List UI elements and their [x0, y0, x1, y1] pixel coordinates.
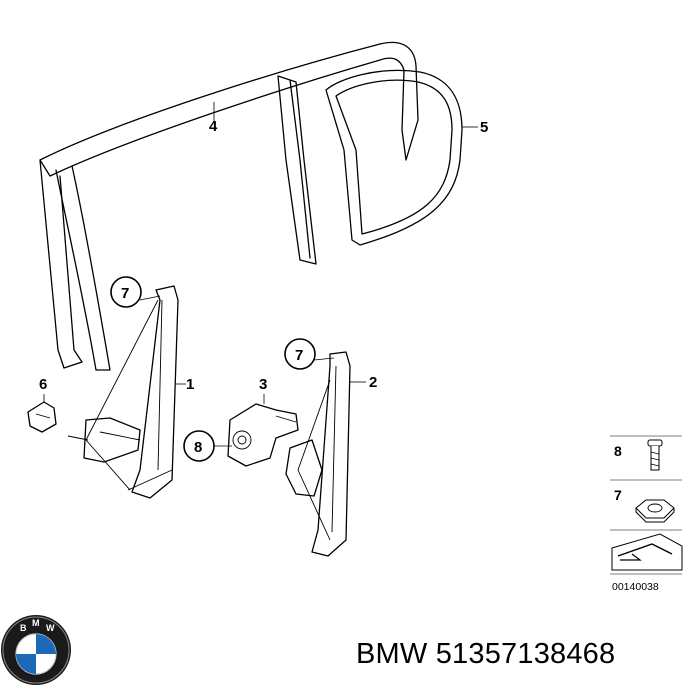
callout-7-left-label: 7: [121, 285, 129, 302]
callout-3: 3: [259, 376, 267, 393]
callout-4: 4: [209, 118, 218, 135]
diagram-id: 00140038: [612, 581, 659, 593]
window-seal: [325, 69, 463, 246]
callout-7-left: 7: [110, 276, 142, 308]
wedge-marker-icon: [611, 533, 683, 571]
leader-lines: [43, 102, 478, 447]
door-frame-seal: [39, 41, 419, 371]
callout-6: 6: [39, 376, 47, 393]
fastener-legend: 8 7 00140038: [610, 435, 683, 593]
callout-2: 2: [369, 374, 377, 391]
nut-icon: [635, 499, 675, 523]
callout-8-label: 8: [194, 439, 202, 456]
window-regulator-left: [67, 285, 179, 499]
svg-text:B: B: [20, 623, 27, 633]
callout-7-right: 7: [284, 338, 316, 370]
callout-7-right-label: 7: [295, 347, 303, 364]
callout-8: 8: [183, 430, 215, 462]
bmw-logo: B M W: [1, 615, 71, 685]
callout-5: 5: [480, 119, 488, 136]
svg-text:M: M: [32, 618, 40, 628]
clip: [27, 401, 57, 433]
svg-text:W: W: [46, 623, 55, 633]
callout-1: 1: [186, 376, 194, 393]
part-number-caption: BMW 51357138468: [356, 638, 616, 670]
window-motor: [227, 403, 299, 467]
legend-item-8: 8: [614, 443, 622, 459]
legend-item-7: 7: [614, 487, 622, 503]
window-regulator-right: [285, 351, 351, 557]
bolt-icon: [647, 439, 663, 471]
